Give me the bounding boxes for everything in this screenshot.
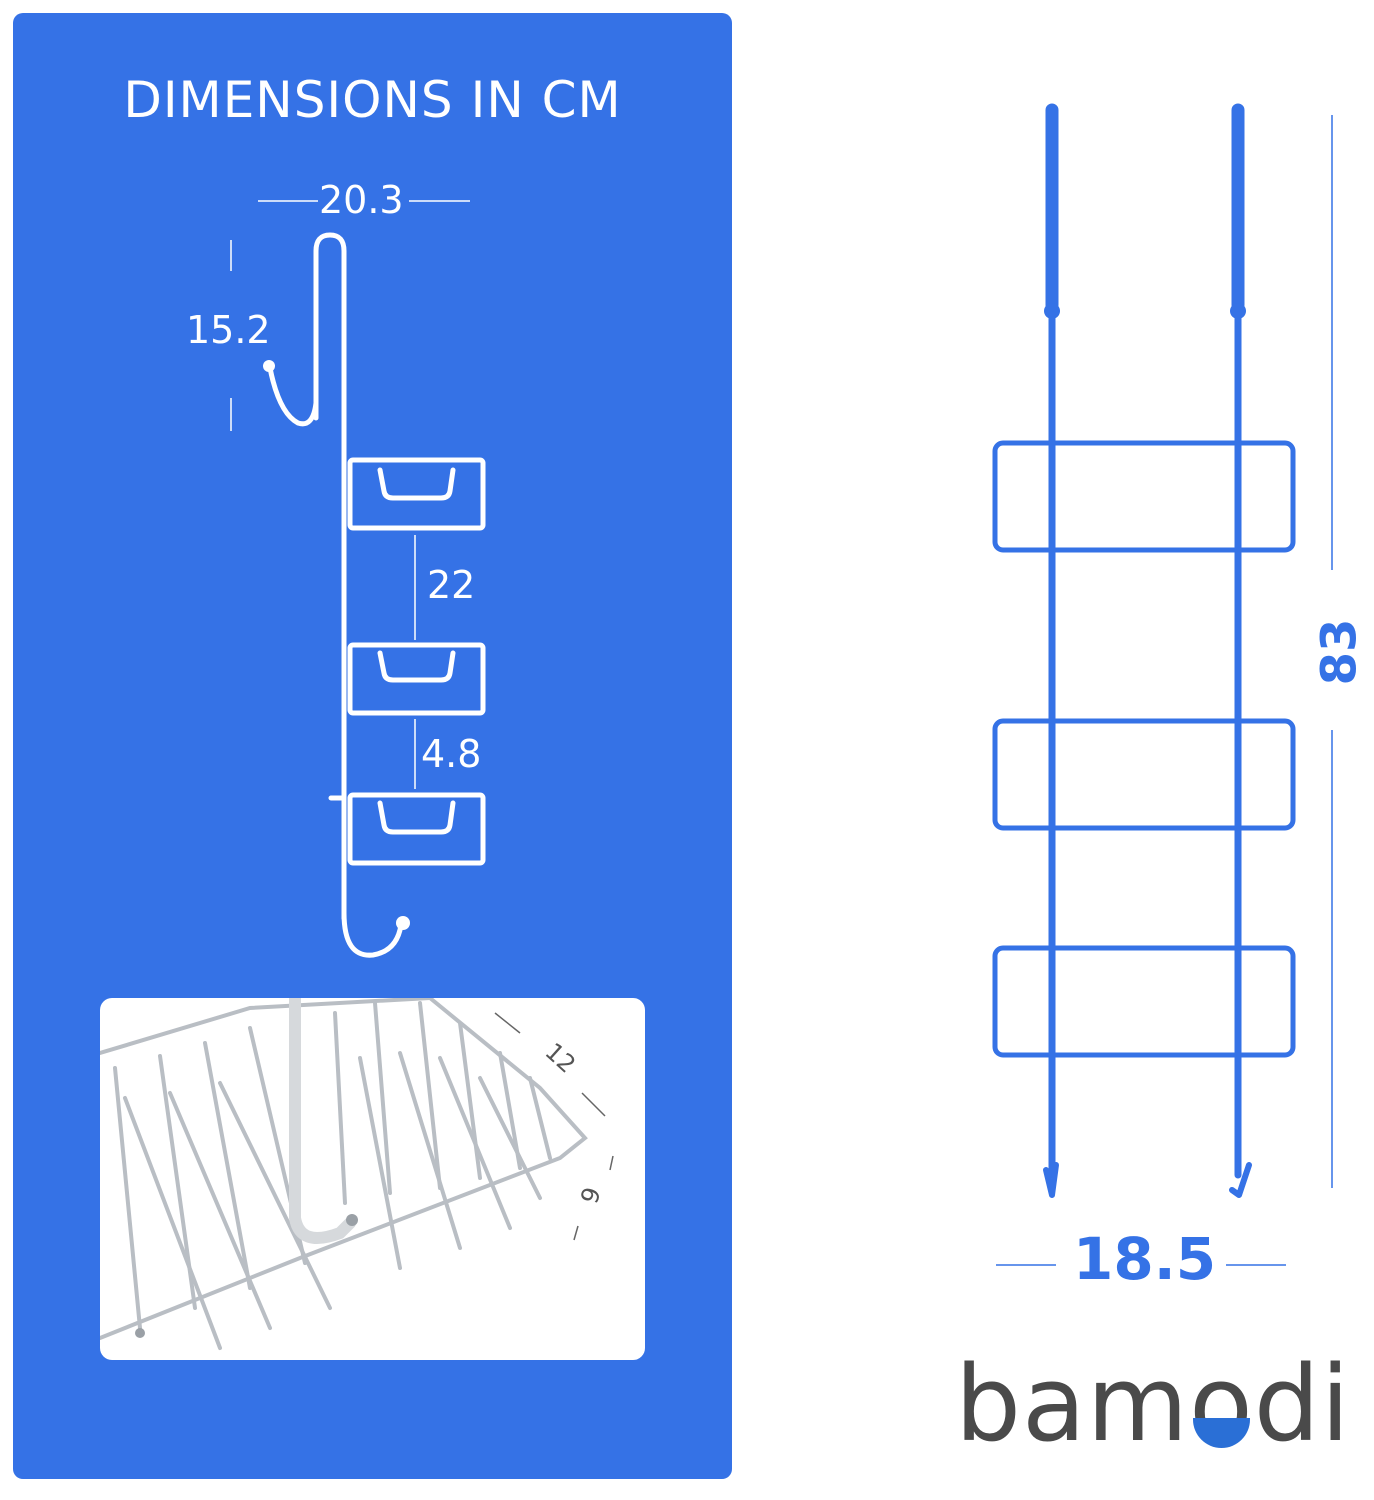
total-width-label: 18.5 <box>1073 1225 1217 1293</box>
shelf-spacing-small-label: 4.8 <box>421 732 482 776</box>
brand-name-suffix: di <box>1253 1343 1351 1465</box>
shelf-3 <box>347 792 486 866</box>
panel-title: DIMENSIONS IN CM <box>123 71 622 129</box>
wire-basket-drawing <box>100 998 614 1350</box>
shelf-1 <box>347 457 486 531</box>
shelf-2 <box>347 642 486 716</box>
top-hook <box>313 232 347 921</box>
brand-o-with-wave: o <box>1189 1343 1254 1465</box>
front-view-drawing <box>992 103 1333 1266</box>
shelf-spacing-large-label: 22 <box>427 563 476 607</box>
shelf-front-1 <box>992 440 1296 553</box>
right-foot <box>1229 1162 1252 1198</box>
hook-height-label: 15.2 <box>186 308 271 352</box>
side-view-drawing <box>230 200 486 958</box>
total-height-label: 83 <box>1311 618 1368 686</box>
basket-detail-photo: 12 6 <box>100 998 645 1360</box>
hook-width-label: 20.3 <box>319 178 404 222</box>
bottom-hook <box>341 910 404 958</box>
front-hook <box>267 365 319 427</box>
shelf-front-2 <box>992 718 1296 831</box>
shelf-front-3 <box>992 945 1296 1058</box>
left-foot <box>1043 1162 1059 1198</box>
brand-name-prefix: bam <box>955 1343 1190 1465</box>
